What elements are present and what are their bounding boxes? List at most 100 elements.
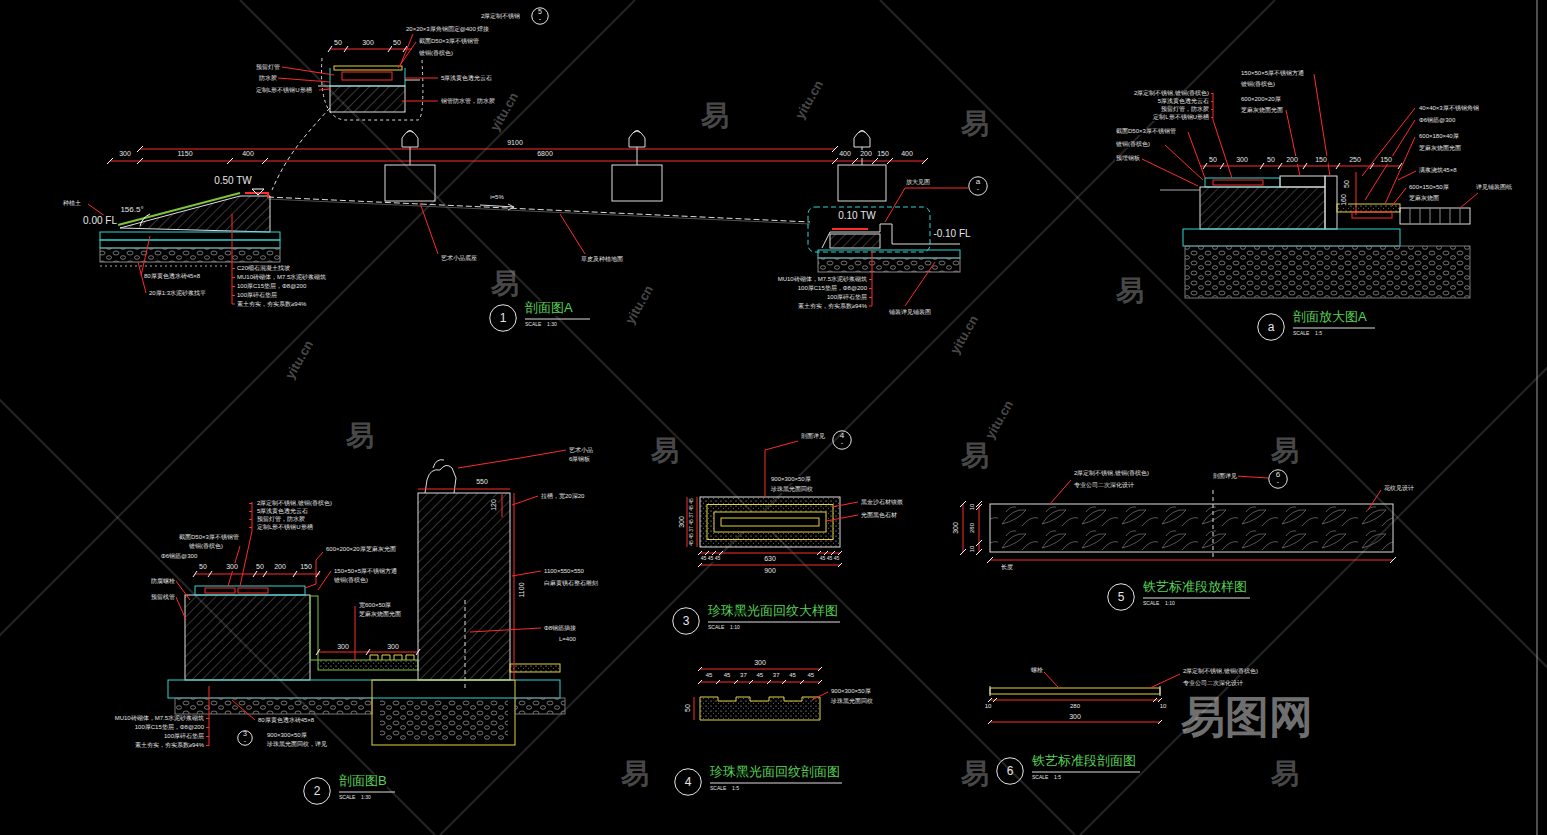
annotation-text: 艺术小品底座	[440, 255, 478, 262]
watermark: 易图网	[1180, 692, 1314, 743]
section-title: 剖面放大图A	[1293, 310, 1367, 325]
dimension-text: 300	[952, 521, 960, 535]
detail-4	[812, 692, 828, 700]
detail-3	[687, 497, 688, 547]
dimension-text: 150	[1314, 156, 1328, 164]
annotation-text: 白麻黄锈石整石雕刻	[543, 580, 599, 587]
dimension-text: 45	[689, 532, 695, 540]
annotation-text: 铺装详见铺装图	[888, 309, 932, 316]
dimension-text: 900	[763, 567, 777, 575]
watermark-lattice	[440, 0, 1275, 835]
annotation-text: Φ6钢筋@300	[160, 553, 198, 560]
dimension-text: 150	[876, 150, 890, 158]
dimension-text: 45	[788, 672, 797, 679]
dimension-text: 300	[753, 659, 767, 667]
annotation-text: 花纹见设计	[1383, 485, 1415, 492]
scale-text: 1:5	[732, 786, 739, 792]
section-title: 铁艺标准段剖面图	[1032, 754, 1136, 769]
detail-5	[990, 504, 1393, 552]
section-b	[185, 595, 310, 680]
annotation-text: 镀铜(香槟色)	[1240, 81, 1276, 88]
dimension-text: 1150	[176, 150, 193, 158]
detail-5	[990, 560, 1393, 561]
dimension-text: 250	[1348, 156, 1362, 164]
annotation-text: 100厚C15垫层，Φ8@200	[236, 283, 307, 290]
callout-circle-outline	[833, 431, 852, 450]
section-title: 剖面图B	[339, 774, 387, 789]
annotation-text: 20厚1:3水泥砂浆找平	[148, 290, 207, 297]
dimension-text: 156.5°	[119, 205, 144, 214]
annotation-text: 宽600×50厚	[358, 602, 392, 609]
section-title-marker: a剖面放大图ASCALE1:5	[1257, 313, 1285, 341]
scale-text: 1:10	[730, 625, 740, 631]
annotation-text: 预留灯管	[255, 64, 281, 71]
watermark: 易	[700, 100, 730, 132]
section-a	[110, 161, 925, 162]
section-a	[88, 34, 968, 306]
section-a	[100, 240, 280, 248]
section-a-inset	[330, 68, 405, 86]
detail-5	[960, 501, 1396, 563]
annotation-text: 详见铺装图纸	[1475, 184, 1513, 191]
section-a	[818, 250, 960, 258]
section-title-marker: 5铁艺标准段放样图SCALE1:10	[1107, 583, 1135, 611]
detail-callout: 5-	[531, 7, 549, 25]
watermark: yitu.cn	[623, 282, 658, 327]
section-a	[885, 188, 968, 306]
dimension-text: i=5%	[489, 194, 505, 201]
annotation-text: 黑金沙石材镶嵌	[860, 499, 904, 506]
annotation-text: 镀铜(香槟色)	[418, 50, 454, 57]
detail-4	[698, 667, 822, 684]
dimension-text: 10	[984, 703, 993, 710]
section-a-enlarged	[1280, 176, 1325, 187]
annotation-text: 1100×550×550	[543, 568, 585, 575]
dimension-text: 45	[833, 556, 841, 562]
section-title: 铁艺标准段放样图	[1143, 580, 1247, 595]
section-b	[418, 489, 510, 490]
detail-3	[707, 505, 833, 540]
dimension-text: 630	[763, 555, 777, 563]
callout-circle-outline	[969, 177, 988, 196]
section-title-marker: 2剖面图BSCALE1:30	[303, 777, 331, 805]
annotation-text: 放大见图	[905, 179, 931, 186]
section-a-enlarged	[1183, 229, 1400, 246]
detail-6	[990, 700, 1160, 701]
scale-text: SCALE	[525, 322, 541, 328]
annotation-text: 芝麻灰烧面光面	[1240, 107, 1284, 114]
annotation-text: 预留线管	[150, 594, 176, 601]
detail-4	[710, 783, 842, 784]
section-a-enlarged	[1211, 93, 1232, 178]
annotation-text: 2厚定制不锈钢,镀铜(香槟色)	[256, 500, 333, 507]
dimension-text: 0.10 TW	[837, 210, 877, 222]
scale-text: SCALE	[1143, 601, 1159, 607]
dimension-text: 550	[475, 478, 489, 486]
section-a-enlarged	[1400, 208, 1470, 224]
annotation-text: 长度	[1000, 564, 1014, 571]
dimension-text: 10	[1159, 703, 1168, 710]
watermark: yitu.cn	[283, 337, 318, 382]
section-a	[268, 197, 810, 222]
annotation-text: 镀铜(香槟色)	[333, 577, 369, 584]
callout-circle-outline	[675, 769, 702, 796]
section-a	[629, 131, 645, 166]
annotation-text: 150×50×5厚不锈钢方通	[1240, 70, 1305, 77]
scale-text: 1:30	[361, 795, 371, 801]
detail-6	[990, 688, 1160, 694]
dimension-text: 300	[118, 150, 132, 158]
section-a	[869, 250, 872, 306]
section-a-enlarged	[1200, 187, 1325, 229]
annotation-text: MU10砖砌体，M7.5水泥砂浆砌筑	[236, 274, 327, 281]
section-a	[100, 232, 280, 240]
section-a-enlarged	[1362, 108, 1478, 208]
section-a-enlarged	[1325, 176, 1337, 229]
annotation-text: Φ8钢筋插接	[543, 625, 577, 632]
detail-4	[694, 669, 828, 720]
annotation-text: 镀铜(香槟色)	[1115, 141, 1151, 148]
detail-5	[1143, 598, 1250, 599]
section-a	[107, 146, 928, 164]
annotation-text: 芝麻灰烧面光面	[1418, 145, 1462, 152]
callout-circle-outline	[532, 8, 549, 25]
section-b	[465, 600, 466, 690]
dimension-text: 50	[255, 563, 265, 571]
detail-3	[687, 441, 858, 622]
